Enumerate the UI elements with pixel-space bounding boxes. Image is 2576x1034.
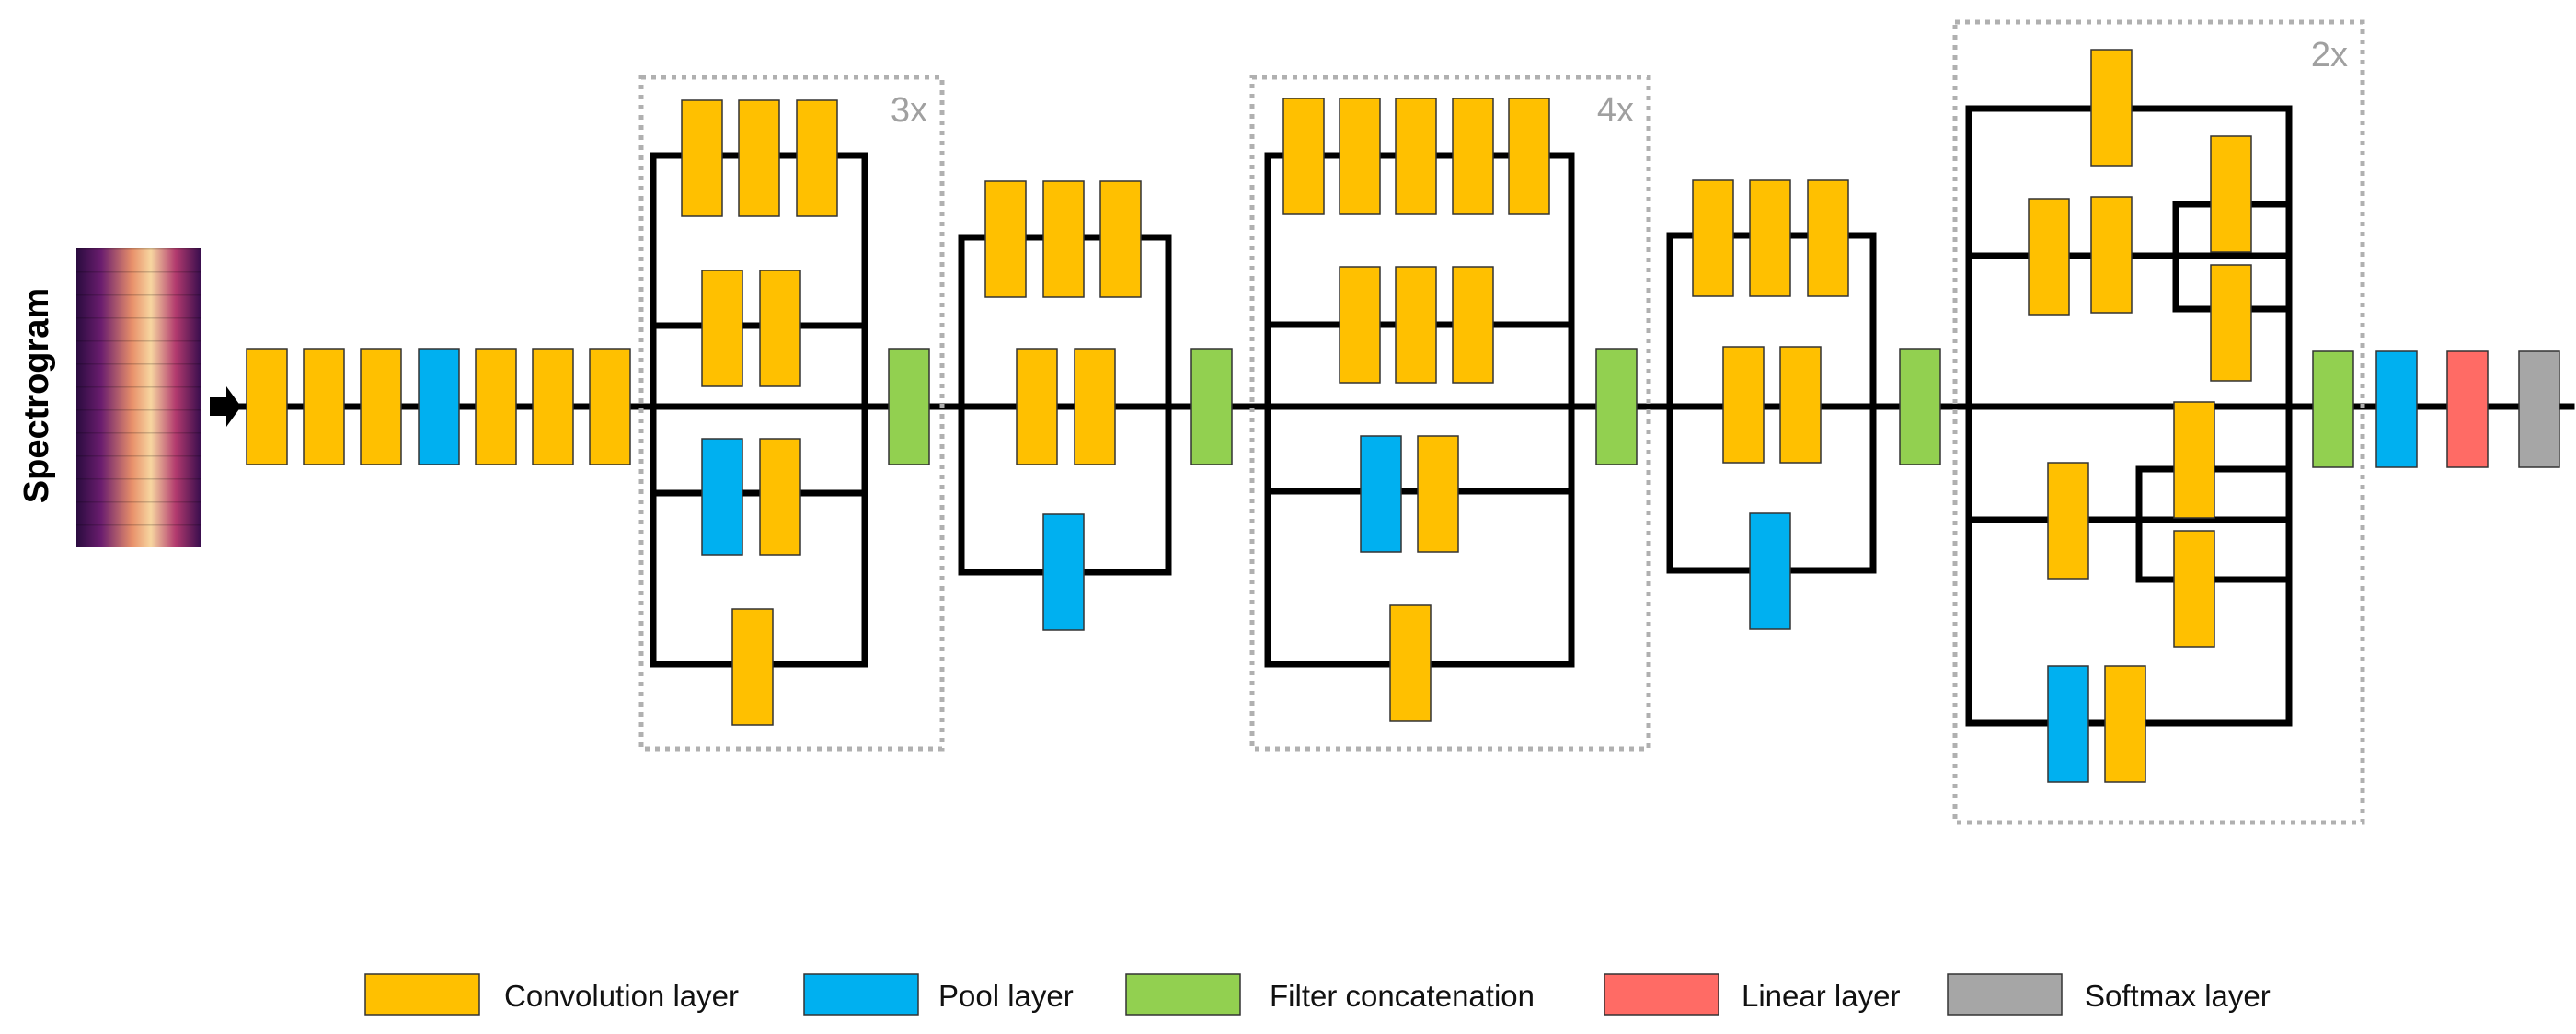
convolution-layer-block: [1508, 98, 1550, 215]
repeat-count-label: 2x: [2311, 36, 2348, 75]
legend-label: Convolution layer: [504, 979, 739, 1013]
pool-layer-block: [2375, 350, 2418, 468]
legend-item-concat: Filter concatenation: [1125, 973, 1535, 1016]
legend-swatch: [1604, 973, 1719, 1016]
pool-layer-block: [1042, 513, 1085, 631]
legend-label: Softmax layer: [2085, 979, 2271, 1013]
convolution-layer-block: [2090, 196, 2133, 314]
convolution-layer-block: [1692, 179, 1734, 297]
legend-swatch: [364, 973, 480, 1016]
convolution-layer-block: [681, 99, 723, 217]
convolution-layer-block: [360, 348, 402, 465]
legend-swatch: [1947, 973, 2063, 1016]
convolution-layer-block: [2090, 49, 2133, 167]
convolution-layer-block: [303, 348, 345, 465]
legend-item-linear: Linear layer: [1604, 973, 1900, 1016]
legend-item-softmax: Softmax layer: [1947, 973, 2271, 1016]
convolution-layer-block: [731, 608, 774, 726]
legend: Convolution layer Pool layer Filter concat…: [364, 973, 2271, 1016]
convolution-layer-block: [1807, 179, 1849, 297]
pool-layer-block: [701, 438, 743, 556]
spectrogram-input: Spectrogram: [17, 248, 241, 547]
repeat-groups: 3x 4x 2x: [638, 19, 2365, 825]
convolution-layer-block: [1395, 98, 1437, 215]
convolution-layer-block: [532, 348, 574, 465]
convolution-layer-block: [1452, 98, 1494, 215]
repeat-group-box: [1249, 75, 1651, 752]
convolution-layer-block: [1722, 346, 1765, 464]
filter-concatenation-block: [1595, 348, 1638, 465]
convolution-layer-block: [1099, 180, 1142, 298]
convolution-layer-block: [701, 270, 743, 387]
convolution-layer-block: [2104, 665, 2146, 783]
convolution-layer-block: [1074, 348, 1116, 465]
pool-layer-block: [1360, 435, 1402, 553]
legend-item-pool: Pool layer: [803, 973, 1074, 1016]
convolution-layer-block: [1016, 348, 1058, 465]
convolution-layer-block: [589, 348, 631, 465]
convolution-layer-block: [1282, 98, 1325, 215]
convolution-layer-block: [1417, 435, 1459, 553]
convolution-layer-block: [1395, 266, 1437, 384]
pool-layer-block: [2047, 665, 2089, 783]
pool-layer-block: [418, 348, 460, 465]
convolution-layer-block: [475, 348, 517, 465]
convolution-layer-block: [1779, 346, 1822, 464]
convolution-layer-block: [1042, 180, 1085, 298]
repeat-count-label: 3x: [891, 91, 927, 130]
linear-layer-block: [2446, 350, 2489, 468]
convolution-layer-block: [1389, 604, 1432, 722]
convolution-layer-block: [1749, 179, 1791, 297]
convolution-layer-block: [759, 270, 801, 387]
convolution-layer-block: [246, 348, 288, 465]
convolution-layer-block: [2028, 198, 2070, 316]
convolution-layer-block: [2173, 530, 2215, 648]
convolution-layer-block: [759, 438, 801, 556]
repeat-group-box: [638, 75, 945, 752]
legend-label: Pool layer: [938, 979, 1074, 1013]
repeat-group-box: [1952, 19, 2365, 825]
convolution-layer-block: [1339, 98, 1381, 215]
convolution-layer-block: [1452, 266, 1494, 384]
legend-item-convolution: Convolution layer: [364, 973, 739, 1016]
input-arrow-icon: [210, 386, 241, 427]
filter-concatenation-block: [888, 348, 930, 465]
spectrogram-image: [76, 248, 201, 547]
layer-blocks: [246, 49, 2560, 783]
repeat-count-label: 4x: [1597, 91, 1634, 130]
convolution-layer-block: [984, 180, 1027, 298]
legend-label: Linear layer: [1742, 979, 1900, 1013]
pool-layer-block: [1749, 512, 1791, 630]
filter-concatenation-block: [2312, 350, 2354, 468]
spectrogram-label: Spectrogram: [17, 288, 56, 503]
convolution-layer-block: [2173, 401, 2215, 519]
filter-concatenation-block: [1190, 348, 1233, 465]
convolution-layer-block: [1339, 266, 1381, 384]
legend-swatch: [1125, 973, 1241, 1016]
convolution-layer-block: [796, 99, 838, 217]
convolution-layer-block: [2210, 135, 2252, 253]
convolution-layer-block: [738, 99, 780, 217]
convolution-layer-block: [2210, 264, 2252, 382]
softmax-layer-block: [2518, 350, 2560, 468]
legend-label: Filter concatenation: [1270, 979, 1535, 1013]
legend-swatch: [803, 973, 919, 1016]
filter-concatenation-block: [1899, 348, 1941, 465]
convolution-layer-block: [2047, 462, 2089, 580]
